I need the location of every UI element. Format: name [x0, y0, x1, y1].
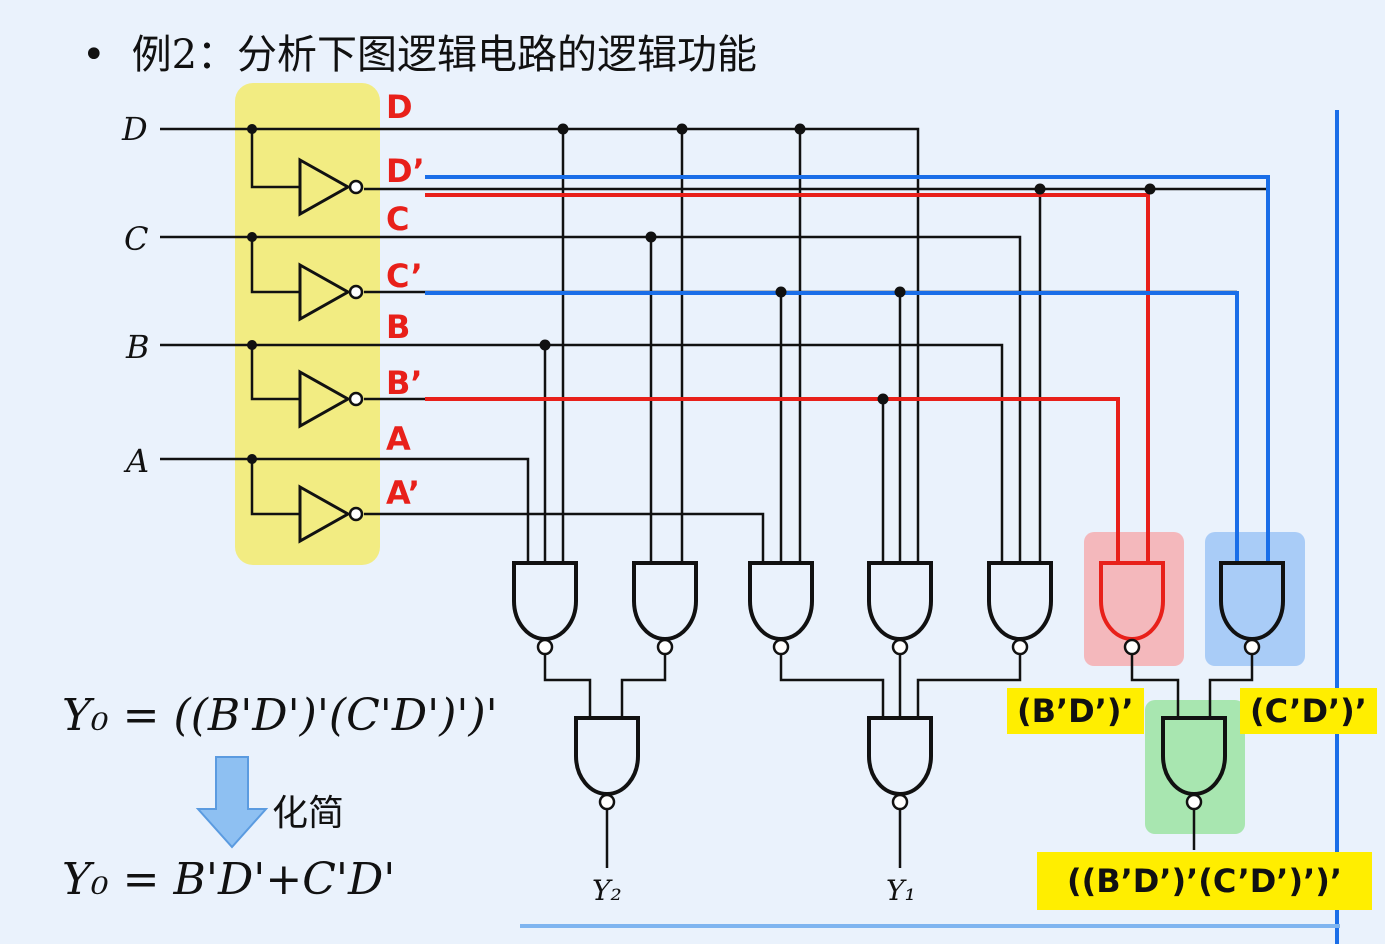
output-y1: Y₁: [886, 874, 916, 907]
inverter-gate: [298, 484, 352, 544]
junction-dot: [247, 124, 257, 134]
inverter-highlight: [235, 83, 380, 565]
junction-dot: [794, 123, 806, 135]
bullet: •: [82, 32, 106, 78]
gate-wire: [779, 654, 885, 718]
nand-gate-bubble: [536, 638, 554, 656]
formula-y0: Y₀ = ((B'D')'(C'D')')': [62, 690, 498, 741]
formula-y0-simplified: Y₀ = B'D'+C'D': [62, 854, 396, 905]
junction-dot: [894, 286, 906, 298]
signal-d-not: D’: [386, 152, 425, 190]
junction-dot: [877, 393, 889, 405]
label-bd: (B’D’)’: [1007, 688, 1144, 734]
inverter-gate: [298, 369, 352, 429]
nand-gate-bd-bubble: [1123, 638, 1141, 656]
title-text: 例2：分析下图逻辑电路的逻辑功能: [131, 32, 758, 78]
nand-gate-bubble: [891, 638, 909, 656]
junction-dot: [676, 123, 688, 135]
output-y2: Y₂: [592, 874, 622, 907]
nand-gate-bubble: [772, 638, 790, 656]
nand-gate-y0-bubble: [1185, 793, 1203, 811]
inverter-bubble: [348, 391, 364, 407]
signal-a: A: [386, 420, 411, 458]
nand-gate-y0: [1161, 716, 1227, 796]
signal-d: D: [386, 88, 413, 126]
slide-title: • 例2：分析下图逻辑电路的逻辑功能: [82, 22, 757, 80]
gate-highlight-blue: [1205, 532, 1305, 666]
nand-gate: [867, 561, 933, 641]
nand-gate-bubble: [1011, 638, 1029, 656]
signal-b-not: B’: [386, 364, 423, 402]
label-cd: (C’D’)’: [1240, 688, 1377, 734]
wire-a-not: [364, 512, 765, 563]
nand-gate-y1: [867, 716, 933, 796]
junction-dot: [557, 123, 569, 135]
nand-gate-y2: [574, 716, 640, 796]
nand-gate-cd-bubble: [1243, 638, 1261, 656]
signal-c-not: C’: [386, 257, 423, 295]
junction-dot: [247, 232, 257, 242]
wire-c: [380, 235, 1022, 563]
nand-gate-bd: [1099, 561, 1165, 641]
junction-dot: [775, 286, 787, 298]
nand-gate-cd: [1219, 561, 1285, 641]
inverter-wire: [250, 459, 300, 516]
gate-wire: [916, 654, 1022, 718]
gate-highlight-red: [1084, 532, 1184, 666]
junction-dot: [1144, 183, 1156, 195]
gate-wire: [543, 654, 592, 718]
wire-d-not-red: [425, 193, 1150, 563]
junction-dot: [247, 454, 257, 464]
nand-gate: [632, 561, 698, 641]
gate-wire: [1130, 654, 1180, 718]
wire-d-not-blue: [425, 175, 1270, 563]
wire-b-not-red: [425, 397, 1120, 563]
nand-gate-y1-bubble: [891, 793, 909, 811]
junction-dot: [645, 231, 657, 243]
inverter-bubble: [348, 506, 364, 522]
inverter-gate: [298, 157, 352, 217]
nand-gate: [748, 561, 814, 641]
nand-gate: [987, 561, 1053, 641]
junction-dot: [539, 339, 551, 351]
nand-gate: [512, 561, 578, 641]
nand-gate-bubble: [656, 638, 674, 656]
gate-wire: [1208, 654, 1254, 718]
input-label-c: C: [124, 220, 149, 258]
inverter-wire: [250, 237, 300, 294]
input-label-a: A: [126, 442, 150, 480]
signal-c: C: [386, 200, 410, 238]
inverter-gate: [298, 262, 352, 322]
signal-b: B: [386, 308, 411, 346]
junction-dot: [247, 340, 257, 350]
wire-c-not-blue: [425, 291, 1239, 563]
input-label-b: B: [126, 328, 150, 366]
gate-wire: [620, 654, 667, 718]
junction-dot: [1034, 183, 1046, 195]
wire-a: [380, 457, 530, 563]
wire-b: [380, 343, 1004, 563]
simplify-label: 化简: [272, 793, 345, 834]
inverter-bubble: [348, 284, 364, 300]
inverter-wire: [250, 345, 300, 401]
inverter-bubble: [348, 179, 364, 195]
signal-a-not: A’: [386, 474, 420, 512]
label-final: ((B’D’)’(C’D’)’)’: [1037, 852, 1373, 910]
gate-highlight-green: [1145, 700, 1245, 834]
inverter-wire: [250, 129, 300, 189]
input-label-d: D: [122, 110, 148, 148]
nand-gate-y2-bubble: [598, 793, 616, 811]
